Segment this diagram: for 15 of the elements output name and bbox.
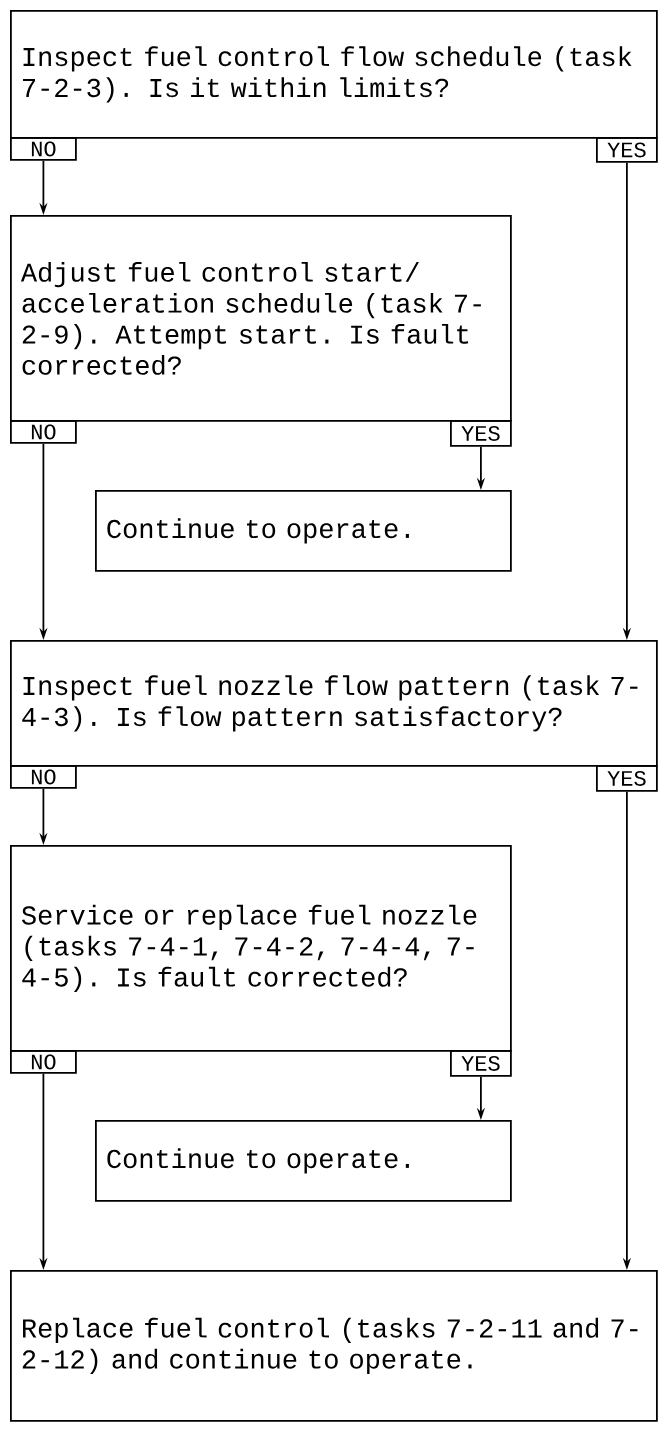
answer-tab: YES xyxy=(450,1050,512,1077)
process-box: Service or replace fuel nozzle (tasks 7-4-1, 7-4-2, 7-4-4, 7-4-5). Is fault corrected? xyxy=(10,845,512,1052)
process-box: Continue to operate. xyxy=(95,1120,512,1202)
process-box: Inspect fuel nozzle flow pattern (task 7-4-3). Is flow pattern satisfactory? xyxy=(10,640,658,767)
process-box: Replace fuel control (tasks 7-2-11 and 7-2-12) and continue to operate. xyxy=(10,1270,658,1422)
process-box: Adjust fuel control start/ acceleration schedule (task 7-2-9). Attempt start. Is fault corrected? xyxy=(10,215,512,422)
process-box: Continue to operate. xyxy=(95,490,512,572)
answer-tab: NO xyxy=(10,1050,77,1074)
answer-tab: YES xyxy=(450,420,512,447)
answer-tab: NO xyxy=(10,137,77,161)
answer-tab: YES xyxy=(596,137,658,163)
process-box: Inspect fuel control flow schedule (task 7-2-3). Is it within limits? xyxy=(10,10,658,139)
answer-tab: NO xyxy=(10,420,77,444)
answer-tab: NO xyxy=(10,765,77,789)
answer-tab: YES xyxy=(596,765,658,792)
